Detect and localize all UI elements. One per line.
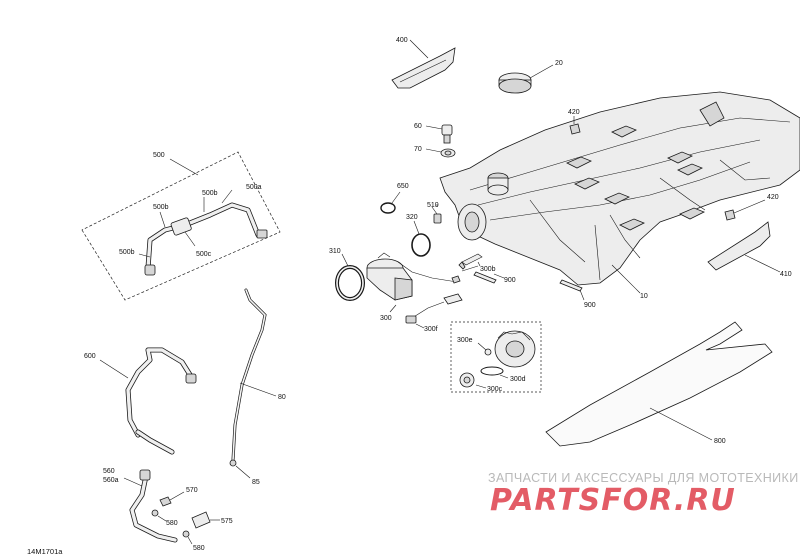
strip-900-bottom <box>559 279 585 301</box>
callout-575: 575 <box>221 518 233 525</box>
callout-410: 410 <box>780 271 792 278</box>
callout-510: 510 <box>427 202 439 209</box>
o-ring-320 <box>411 220 431 257</box>
watermark-tagline: ЗАПЧАСТИ И АКСЕССУАРЫ ДЛЯ МОТОТЕХНИКИ <box>488 471 799 485</box>
heat-shield-400 <box>391 39 456 89</box>
callout-labels: 400 20 420 420 60 70 650 510 320 310 300… <box>84 37 792 552</box>
callout-300c: 300c <box>487 386 503 393</box>
callout-500: 500 <box>153 152 165 159</box>
callout-310: 310 <box>329 248 341 255</box>
callout-500c: 500c <box>196 251 212 258</box>
fuel-tank-10 <box>439 91 800 286</box>
callout-80: 80 <box>278 394 286 401</box>
watermark: ЗАПЧАСТИ И АКСЕССУАРЫ ДЛЯ МОТОТЕХНИКИ PA… <box>488 471 799 518</box>
callout-10: 10 <box>640 293 648 300</box>
clip-420-right <box>724 199 766 221</box>
callout-85: 85 <box>252 479 260 486</box>
grommet-70 <box>425 148 456 158</box>
mat-800 <box>545 321 773 447</box>
callout-500b: 500b <box>202 190 218 197</box>
callout-70: 70 <box>414 146 422 153</box>
strip-900-left <box>473 271 505 284</box>
callout-600: 600 <box>84 353 96 360</box>
watermark-logo: PARTSFOR.RU <box>490 483 736 518</box>
callout-320: 320 <box>406 214 418 221</box>
callout-60: 60 <box>414 123 422 130</box>
hose-600 <box>99 347 197 455</box>
pad-410 <box>707 221 781 273</box>
hose-80 <box>231 288 277 462</box>
callout-570: 570 <box>186 487 198 494</box>
fitting-570 <box>159 491 185 507</box>
bracket-575 <box>191 511 220 529</box>
callout-300b: 300b <box>480 266 496 273</box>
callout-500b: 500b <box>153 204 169 211</box>
pipe-300b <box>458 253 483 270</box>
lock-ring-310 <box>335 253 365 301</box>
callout-580: 580 <box>166 520 178 527</box>
screw-580-b <box>182 530 193 545</box>
callout-580: 580 <box>193 545 205 552</box>
callout-500a: 500a <box>246 184 262 191</box>
callout-400: 400 <box>396 37 408 44</box>
callout-20: 20 <box>555 60 563 67</box>
callout-300: 300 <box>380 315 392 322</box>
callout-560: 560 <box>103 468 115 475</box>
clip-420-top <box>569 116 581 135</box>
callout-560a: 560a <box>103 477 119 484</box>
callout-420: 420 <box>767 194 779 201</box>
callout-300d: 300d <box>510 376 526 383</box>
clamp-650 <box>380 191 401 214</box>
hose-kit-500 <box>81 151 281 301</box>
screw-580-a <box>151 509 167 522</box>
pump-detail-inset <box>450 321 542 393</box>
connector-300f <box>405 293 463 329</box>
callout-420: 420 <box>568 109 580 116</box>
callout-300f: 300f <box>424 326 438 333</box>
callout-650: 650 <box>397 183 409 190</box>
callout-500b: 500b <box>119 249 135 256</box>
fuel-cap-20 <box>498 64 554 94</box>
callout-900: 900 <box>584 302 596 309</box>
clip-85 <box>229 459 251 479</box>
fitting-510 <box>431 206 442 224</box>
hose-560 <box>123 469 178 543</box>
drawing-reference-code: 14M1701a <box>27 547 63 556</box>
vent-valve-60 <box>425 124 453 144</box>
callout-300e: 300e <box>457 337 473 344</box>
callout-800: 800 <box>714 438 726 445</box>
fuel-pump-300 <box>366 252 461 313</box>
callout-900: 900 <box>504 277 516 284</box>
